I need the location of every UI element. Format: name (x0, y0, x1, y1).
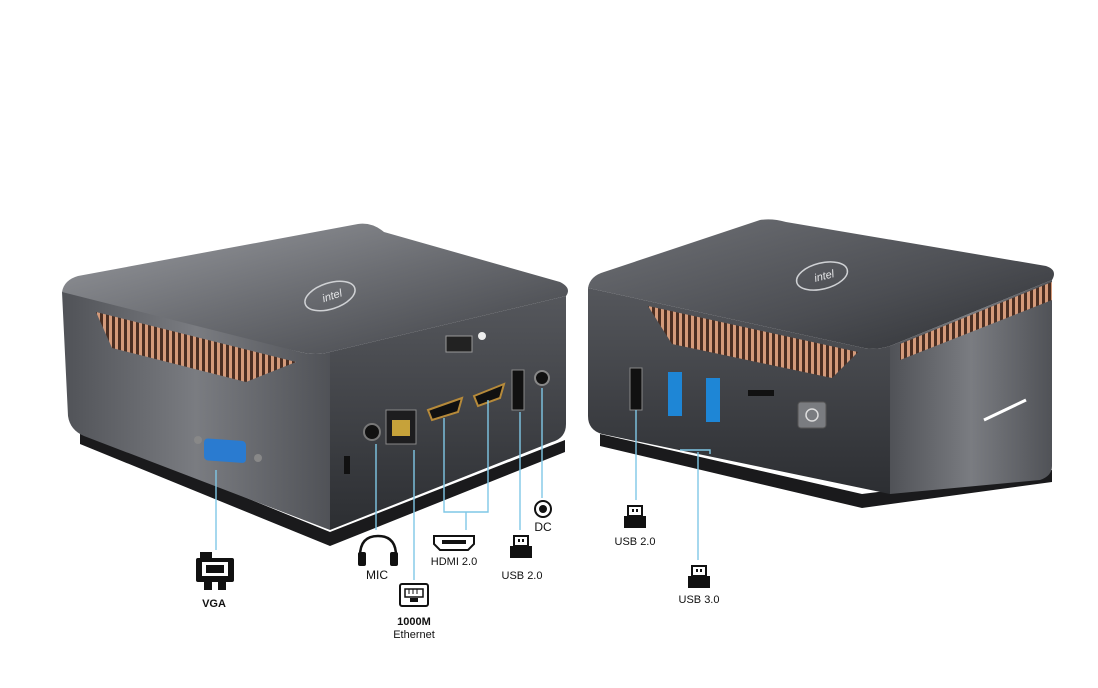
usb-icon (624, 505, 646, 528)
ethernet-label-line2: Ethernet (393, 629, 435, 641)
vga-icon (196, 552, 234, 590)
dc-label: DC (534, 520, 552, 534)
usb-icon (510, 535, 532, 558)
mic-label: MIC (366, 568, 388, 582)
headphones-icon (358, 534, 398, 566)
leader-lines (215, 388, 711, 580)
right-brand-logo: intel (813, 268, 836, 285)
right-mini-pc: intel (588, 219, 1054, 508)
usb3-front-label: USB 3.0 (678, 594, 720, 606)
hdmi-icon (433, 535, 475, 551)
vga-label: VGA (202, 598, 226, 610)
usb2-back-label: USB 2.0 (501, 570, 543, 582)
usb-icon (688, 565, 710, 588)
ethernet-icon (399, 583, 429, 607)
left-mini-pc: intel (62, 223, 568, 546)
dc-icon (534, 500, 552, 518)
hdmi-label: HDMI 2.0 (430, 556, 478, 568)
ethernet-label-line1: 1000M (397, 616, 431, 628)
usb2-front-label: USB 2.0 (614, 536, 656, 548)
